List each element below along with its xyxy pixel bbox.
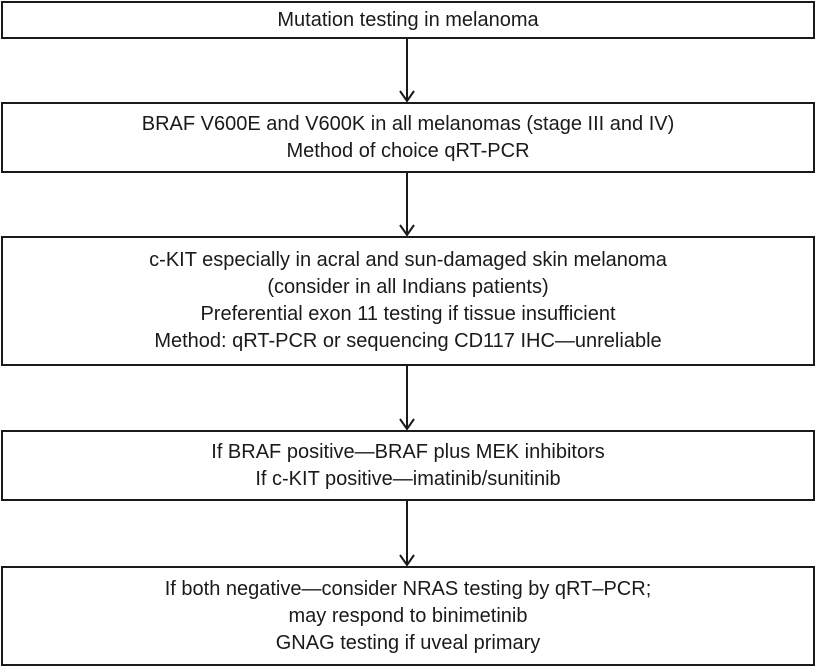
step-2-line-2: Method of choice qRT-PCR [286, 139, 530, 162]
arrow-step1-to-step2 [399, 39, 415, 103]
step-5-line-3: GNAG testing if uveal primary [275, 631, 541, 654]
step-5-line-2: may respond to binimetinib [288, 604, 528, 627]
flow-step-braf-testing: BRAF V600E and V600K in all melanomas (s… [1, 102, 815, 173]
flow-step-both-negative: If both negative—consider NRAS testing b… [1, 566, 815, 666]
flow-step-positive-treatment: If BRAF positive—BRAF plus MEK inhibitor… [1, 430, 815, 501]
step-3-line-4: Method: qRT-PCR or sequencing CD117 IHC—… [154, 330, 662, 352]
step-4-line-2: If c-KIT positive—imatinib/sunitinib [255, 467, 561, 490]
step-5-line-1: If both negative—consider NRAS testing b… [164, 577, 652, 600]
arrow-step2-to-step3 [399, 173, 415, 237]
flow-step-mutation-testing: Mutation testing in melanoma [1, 1, 815, 39]
step-1-line-1: Mutation testing in melanoma [277, 8, 539, 31]
arrow-step4-to-step5 [399, 501, 415, 567]
arrow-step3-to-step4 [399, 366, 415, 431]
step-2-line-1: BRAF V600E and V600K in all melanomas (s… [141, 112, 675, 135]
flow-step-ckit-testing: c-KIT especially in acral and sun-damage… [1, 236, 815, 366]
step-3-line-3: Preferential exon 11 testing if tissue i… [200, 303, 616, 325]
step-3-line-2: (consider in all Indians patients) [267, 276, 549, 298]
step-3-line-1: c-KIT especially in acral and sun-damage… [149, 249, 667, 271]
step-4-line-1: If BRAF positive—BRAF plus MEK inhibitor… [211, 440, 605, 463]
